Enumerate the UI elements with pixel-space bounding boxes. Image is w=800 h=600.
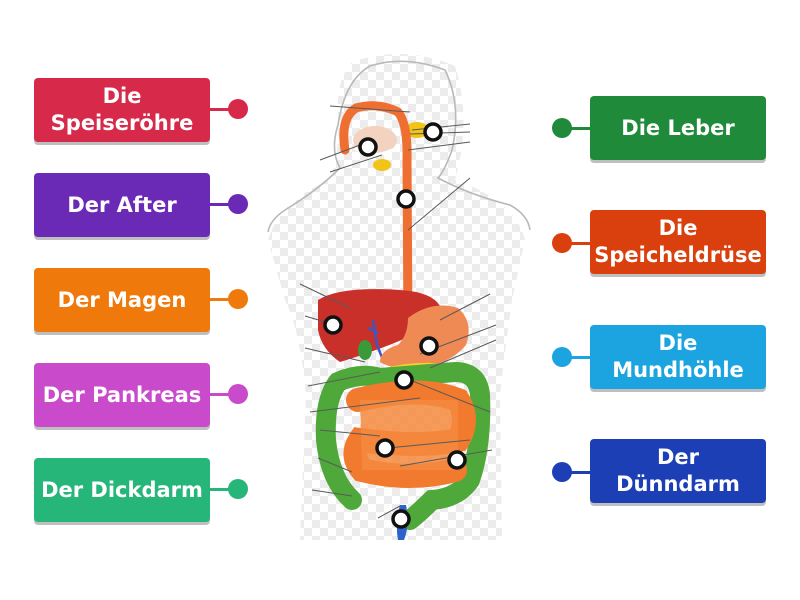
label-speicheldruese[interactable]: Die Speicheldrüse [590, 210, 766, 274]
label-text: Die Speicheldrüse [594, 216, 762, 267]
label-duenndarm[interactable]: Der Dünndarm [590, 439, 766, 503]
label-handle[interactable] [228, 99, 248, 119]
label-handle[interactable] [552, 233, 572, 253]
label-text: Die Speiseröhre [50, 84, 194, 135]
label-handle[interactable] [552, 462, 572, 482]
label-text: Der Pankreas [42, 382, 202, 407]
label-handle[interactable] [228, 479, 248, 499]
marker-stomach[interactable] [419, 336, 439, 356]
label-magen[interactable]: Der Magen [34, 268, 210, 332]
label-text: Die Mundhöhle [612, 331, 744, 382]
label-text: Der After [67, 192, 177, 217]
digestive-system-diagram [267, 53, 531, 541]
label-leber[interactable]: Die Leber [590, 96, 766, 160]
marker-esophagus[interactable] [396, 189, 416, 209]
stomach [380, 305, 469, 369]
label-text: Der Dünndarm [616, 445, 740, 496]
bile-duct [367, 319, 385, 361]
label-text: Der Dickdarm [41, 477, 203, 502]
large-intestine [315, 361, 491, 530]
label-connector [210, 298, 230, 301]
marker-anus[interactable] [391, 509, 411, 529]
esophagus [339, 101, 413, 335]
label-handle[interactable] [228, 289, 248, 309]
label-handle[interactable] [228, 384, 248, 404]
label-handle[interactable] [552, 118, 572, 138]
marker-liver[interactable] [323, 315, 343, 335]
label-connector [570, 356, 590, 359]
label-connector [210, 488, 230, 491]
marker-small-intestine[interactable] [375, 438, 395, 458]
pointer-lines [299, 105, 497, 519]
marker-large-intestine[interactable] [447, 450, 467, 470]
label-pankreas[interactable]: Der Pankreas [34, 363, 210, 427]
label-dickdarm[interactable]: Der Dickdarm [34, 458, 210, 522]
label-after[interactable]: Der After [34, 173, 210, 237]
gallbladder [358, 340, 372, 360]
label-connector [570, 127, 590, 130]
label-text: Die Leber [621, 115, 735, 140]
label-connector [570, 471, 590, 474]
label-mundhoehle[interactable]: Die Mundhöhle [590, 325, 766, 389]
marker-mouth-gland[interactable] [423, 122, 443, 142]
marker-mouth[interactable] [358, 137, 378, 157]
label-connector [210, 393, 230, 396]
salivary-gland-lower [373, 159, 391, 171]
label-handle[interactable] [228, 194, 248, 214]
body-outline [267, 60, 531, 233]
marker-pancreas[interactable] [394, 370, 414, 390]
label-handle[interactable] [552, 347, 572, 367]
label-speiseroehre[interactable]: Die Speiseröhre [34, 78, 210, 142]
label-connector [210, 108, 230, 111]
label-connector [570, 242, 590, 245]
label-text: Der Magen [57, 287, 187, 312]
label-connector [210, 203, 230, 206]
